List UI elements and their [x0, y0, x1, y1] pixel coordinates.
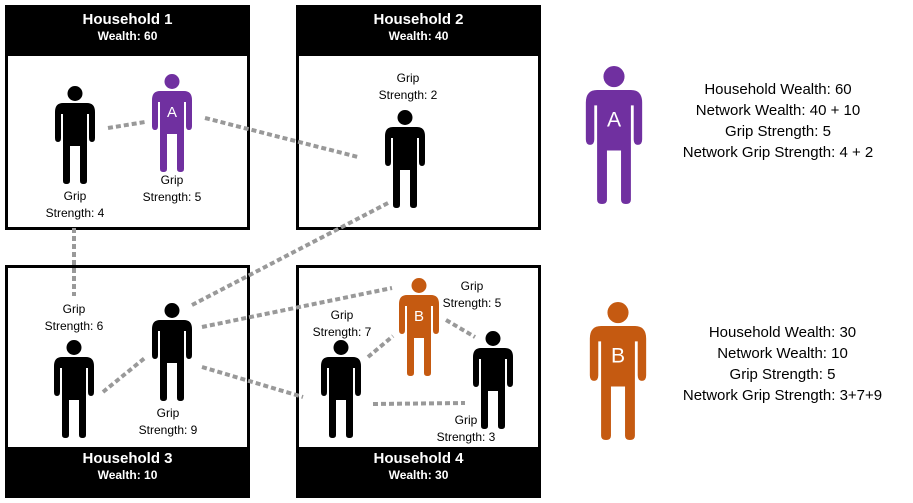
person-body — [473, 348, 513, 429]
person-h4-left — [320, 340, 362, 438]
person-head — [603, 66, 625, 88]
household-2-header: Household 2 Wealth: 40 — [299, 8, 538, 56]
person-b: B — [398, 278, 440, 376]
grip-label-a: Grip Strength: 5 — [142, 173, 202, 204]
grip-label-h4-b: Grip Strength: 5 — [442, 279, 502, 310]
info-a-household-wealth: Household Wealth: 60 — [704, 81, 852, 98]
household-3: Household 3 Wealth: 10 — [5, 265, 250, 498]
grip-label-h2-black: Grip Strength: 2 — [378, 71, 438, 102]
person-letter: A — [167, 104, 177, 121]
legend-person-b: B — [588, 302, 648, 440]
household-1-wealth: Wealth: 60 — [97, 29, 158, 43]
household-3-header: Household 3 Wealth: 10 — [8, 447, 247, 495]
info-b-network-grip-strength: Network Grip Strength: 3+7+9 — [682, 387, 883, 404]
person-head — [164, 74, 180, 89]
household-4-name: Household 4 — [373, 450, 464, 467]
person-body — [55, 103, 95, 184]
household-4-wealth: Wealth: 30 — [388, 468, 449, 482]
person-body — [321, 357, 361, 438]
link-a-h2 — [204, 116, 359, 159]
info-a-grip-strength: Grip Strength: 5 — [725, 123, 831, 140]
person-icon: B — [399, 278, 439, 376]
person-icon — [473, 331, 513, 429]
link-h4left-b — [366, 334, 395, 359]
info-b: Household Wealth: 30 Network Wealth: 10 … — [660, 322, 905, 406]
person-body — [399, 295, 439, 376]
link-h3center-h4left — [201, 365, 304, 399]
info-b-household-wealth: Household Wealth: 30 — [708, 324, 857, 341]
household-1-header: Household 1 Wealth: 60 — [8, 8, 247, 56]
person-icon — [321, 340, 361, 438]
person-body — [152, 320, 192, 401]
person-body — [585, 89, 643, 204]
legend-person-a: A — [584, 66, 644, 204]
person-body — [589, 325, 647, 440]
household-2: Household 2 Wealth: 40 — [296, 5, 541, 230]
person-icon — [385, 110, 425, 208]
person-icon: B — [589, 302, 647, 440]
person-h2-black — [384, 110, 426, 208]
info-a-network-wealth: Network Wealth: 40 + 10 — [695, 102, 861, 119]
link-h3left-h3center — [101, 355, 148, 394]
person-h3-left — [53, 340, 95, 438]
link-h2-h3center — [191, 201, 389, 307]
person-letter: A — [607, 109, 622, 132]
person-head — [66, 340, 82, 355]
link-h1black-a — [107, 120, 146, 130]
person-icon — [55, 86, 95, 184]
person-head — [67, 86, 83, 101]
person-head — [397, 110, 413, 125]
person-h4-right — [472, 331, 514, 429]
household-1-name: Household 1 — [82, 11, 173, 28]
grip-label-h4-right: Grip Strength: 3 — [436, 413, 496, 444]
person-icon: A — [152, 74, 192, 172]
info-b-network-wealth: Network Wealth: 10 — [717, 345, 848, 362]
info-b-grip-strength: Grip Strength: 5 — [729, 366, 836, 383]
household-3-name: Household 3 — [82, 450, 173, 467]
household-2-wealth: Wealth: 40 — [388, 29, 449, 43]
person-h1-black — [54, 86, 96, 184]
info-a: Household Wealth: 60 Network Wealth: 40 … — [658, 79, 898, 163]
person-body — [385, 127, 425, 208]
link-h4left-h4right — [372, 401, 466, 406]
grip-label-h1-black: Grip Strength: 4 — [45, 189, 105, 220]
grip-label-h3-left: Grip Strength: 6 — [44, 302, 104, 333]
person-icon — [152, 303, 192, 401]
household-3-wealth: Wealth: 10 — [97, 468, 158, 482]
person-icon: A — [585, 66, 643, 204]
link-h3center-b — [201, 286, 393, 329]
person-head — [164, 303, 180, 318]
person-body — [152, 91, 192, 172]
person-letter: B — [611, 345, 625, 368]
person-head — [607, 302, 629, 324]
person-h3-center — [151, 303, 193, 401]
person-a: A — [151, 74, 193, 172]
person-letter: B — [414, 308, 424, 325]
person-head — [485, 331, 501, 346]
info-a-network-grip-strength: Network Grip Strength: 4 + 2 — [682, 144, 874, 161]
person-head — [333, 340, 349, 355]
household-4-header: Household 4 Wealth: 30 — [299, 447, 538, 495]
link-b-h4right — [444, 318, 477, 339]
grip-label-h3-center: Grip Strength: 9 — [138, 406, 198, 437]
grip-label-h4-left: Grip Strength: 7 — [312, 308, 372, 339]
household-2-name: Household 2 — [373, 11, 464, 28]
person-head — [411, 278, 427, 293]
person-icon — [54, 340, 94, 438]
person-body — [54, 357, 94, 438]
